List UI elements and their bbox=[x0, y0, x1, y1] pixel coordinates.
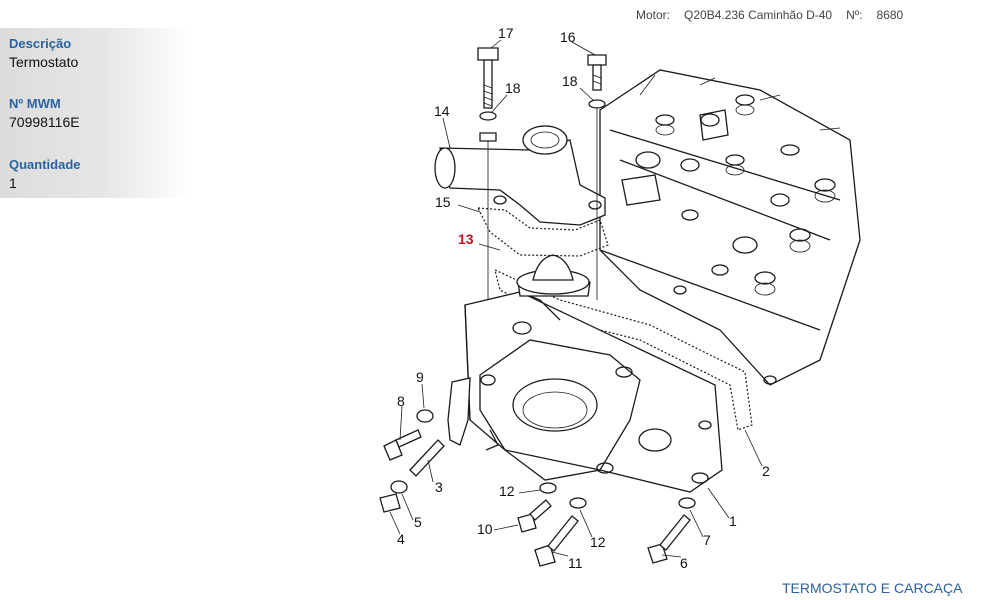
bottom-bolts-drawing bbox=[517, 482, 696, 567]
callout-part-9: 9 bbox=[416, 369, 424, 385]
quantity-label: Quantidade bbox=[9, 157, 81, 172]
callout-part-2: 2 bbox=[762, 463, 770, 479]
thermostat-housing-drawing bbox=[464, 291, 723, 493]
motor-label: Motor: bbox=[636, 8, 671, 22]
callout-leaders bbox=[389, 39, 763, 558]
description-field: Descrição Termostato bbox=[9, 36, 78, 70]
side-fasteners-drawing bbox=[379, 377, 471, 513]
callout-part-16: 16 bbox=[560, 29, 576, 45]
water-outlet-drawing bbox=[434, 125, 606, 226]
engine-header: Motor: Q20B4.236 Caminhão D-40 Nº: 8680 bbox=[636, 8, 917, 22]
number-label: Nº: bbox=[846, 8, 863, 22]
callout-part-10: 10 bbox=[477, 521, 493, 537]
callout-part-8: 8 bbox=[397, 393, 405, 409]
section-title: TERMOSTATO E CARCAÇA bbox=[782, 580, 963, 596]
description-value: Termostato bbox=[9, 54, 79, 70]
part-info-panel: Descrição Termostato Nº MWM 70998116E Qu… bbox=[0, 28, 190, 198]
callout-part-12: 12 bbox=[590, 534, 606, 550]
callout-part-11: 11 bbox=[568, 555, 583, 571]
cylinder-head-drawing bbox=[599, 69, 861, 386]
callout-part-14: 14 bbox=[434, 103, 450, 119]
motor-value: Q20B4.236 Caminhão D-40 bbox=[684, 8, 833, 22]
mwm-number-label: Nº MWM bbox=[9, 96, 61, 111]
callout-part-4: 4 bbox=[397, 531, 405, 547]
thermostat-drawing bbox=[516, 254, 591, 297]
callout-part-18: 18 bbox=[562, 73, 578, 89]
number-value: 8680 bbox=[876, 8, 904, 22]
outlet-gasket-drawing bbox=[476, 207, 609, 257]
quantity-value: 1 bbox=[9, 175, 17, 191]
callout-part-1: 1 bbox=[729, 513, 737, 529]
callout-part-15: 15 bbox=[435, 194, 451, 210]
callout-part-3: 3 bbox=[435, 479, 443, 495]
callout-part-17: 17 bbox=[498, 25, 514, 41]
callout-part-13: 13 bbox=[458, 231, 474, 247]
description-label: Descrição bbox=[9, 36, 72, 51]
callout-part-12: 12 bbox=[499, 483, 515, 499]
mwm-number-field: Nº MWM 70998116E bbox=[9, 96, 80, 130]
callout-part-5: 5 bbox=[414, 514, 422, 530]
callout-part-18: 18 bbox=[505, 80, 521, 96]
quantity-field: Quantidade 1 bbox=[9, 157, 81, 191]
mwm-number-value: 70998116E bbox=[9, 114, 80, 130]
callout-part-6: 6 bbox=[680, 555, 688, 571]
callout-part-7: 7 bbox=[703, 532, 711, 548]
